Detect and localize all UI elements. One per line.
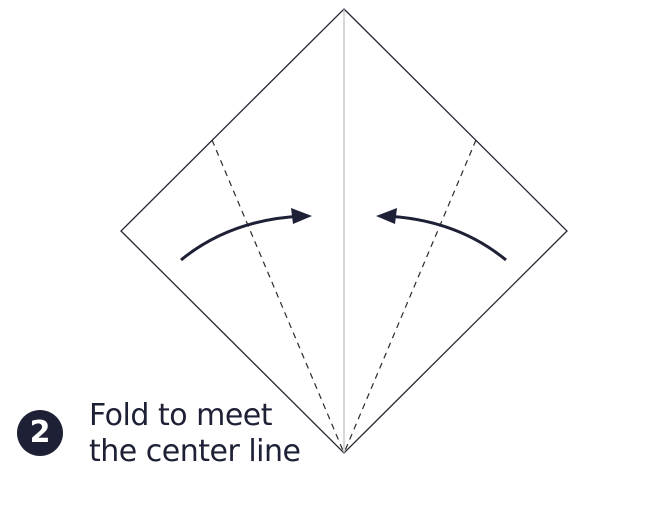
left-fold-line xyxy=(211,139,345,454)
right-arrowhead-icon xyxy=(376,208,397,224)
step-instruction: Fold to meet the center line xyxy=(89,398,301,470)
right-fold-line xyxy=(343,139,477,454)
right-fold-arrow xyxy=(383,214,507,262)
instruction-line-2: the center line xyxy=(89,434,301,469)
instruction-line-1: Fold to meet xyxy=(89,398,273,433)
left-fold-arrow xyxy=(180,214,305,262)
step-number-badge: 2 xyxy=(17,410,63,456)
left-arrowhead-icon xyxy=(291,208,312,224)
